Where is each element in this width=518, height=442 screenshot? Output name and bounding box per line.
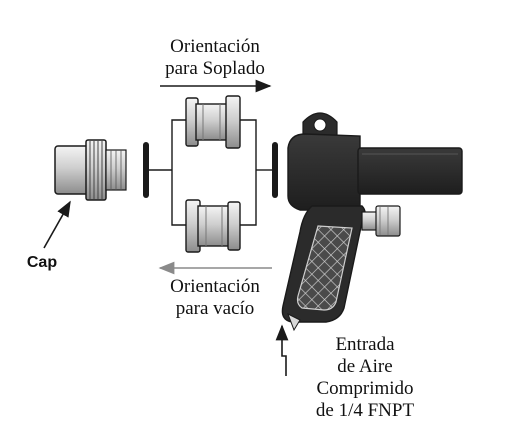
adapter-vacuum-orientation [185, 199, 241, 253]
blow-orientation-line1: Orientación [170, 36, 260, 57]
cap-part [54, 139, 127, 201]
blow-orientation-line2: para Soplado [165, 58, 265, 79]
vacuum-orientation-line1: Orientación [170, 276, 260, 297]
o-ring-right [272, 142, 278, 198]
vacuum-orientation-label: Orientación para vacío [140, 276, 290, 320]
air-inlet-pointer-arrow [275, 324, 289, 376]
cap-pointer-arrow [43, 200, 71, 249]
air-inlet-line1: Entrada [335, 334, 395, 355]
grip-texture [296, 225, 353, 311]
air-inlet-label: Entrada de Aire Comprimido de 1/4 FNPT [290, 334, 440, 422]
air-gun-body [281, 112, 463, 332]
cap-label: Cap [26, 254, 58, 271]
blow-orientation-label: Orientación para Soplado [140, 36, 290, 80]
adapter-blow-orientation [185, 95, 241, 149]
trigger-valve-fitting [361, 205, 401, 237]
air-inlet-line3: Comprimido [316, 378, 414, 399]
vacuum-orientation-line2: para vacío [175, 298, 255, 319]
orientation-bracket [149, 119, 272, 226]
air-inlet-line4: de 1/4 FNPT [315, 400, 415, 421]
air-inlet-line2: de Aire [337, 356, 393, 377]
o-ring-left [143, 142, 149, 198]
